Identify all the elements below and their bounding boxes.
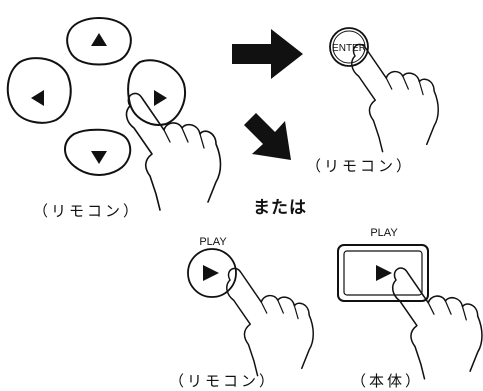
triangle-right-icon xyxy=(154,90,167,106)
play-unit-label: PLAY xyxy=(370,227,398,239)
pointing-hand-icon xyxy=(351,43,439,153)
enter-button-label: ENTER xyxy=(332,43,366,54)
triangle-left-icon xyxy=(31,90,44,106)
triangle-down-icon xyxy=(91,151,107,164)
play-remote-illustration: PLAY xyxy=(187,236,237,298)
big-right-arrow-icon xyxy=(232,29,303,79)
unit-caption-play: （本体） xyxy=(351,372,424,390)
big-down-right-arrow-icon xyxy=(244,113,291,160)
play-triangle-icon xyxy=(203,265,219,281)
pointing-hand-icon xyxy=(226,267,314,377)
remote-caption-dpad: （リモコン） xyxy=(33,202,142,220)
play-remote-label: PLAY xyxy=(199,236,227,248)
enter-button-illustration: ENTER xyxy=(329,27,369,67)
dpad-left-button xyxy=(6,57,72,124)
remote-caption-play: （リモコン） xyxy=(169,372,278,390)
enter-button-circle xyxy=(329,27,369,67)
triangle-up-icon xyxy=(91,33,107,46)
or-text: または xyxy=(253,198,307,218)
remote-caption-enter: （リモコン） xyxy=(306,157,415,175)
dpad-icon xyxy=(6,17,186,176)
play-unit-illustration: PLAY xyxy=(337,227,429,302)
play-triangle-icon xyxy=(376,265,392,281)
